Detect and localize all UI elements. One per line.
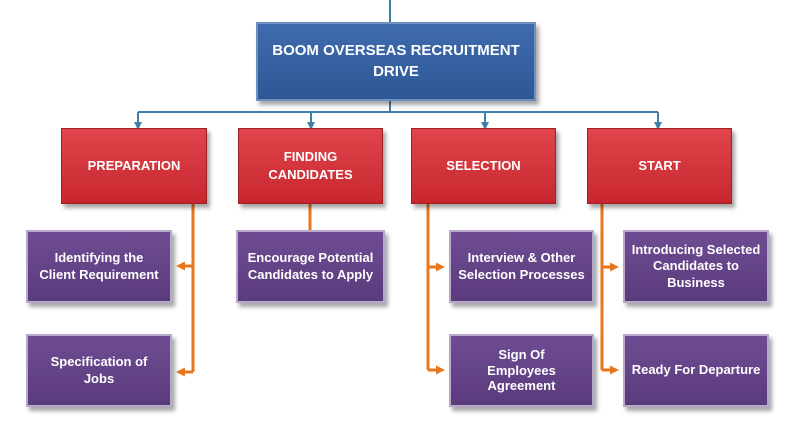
- stage-label: FINDING CANDIDATES: [268, 149, 353, 182]
- stage-box-finding-candidates: FINDING CANDIDATES: [238, 128, 383, 204]
- step-label: Identifying the Client Requirement: [39, 249, 159, 282]
- step-label: Interview & Other Selection Processes: [458, 249, 585, 282]
- step-box-ready-for-departure: Ready For Departure: [623, 334, 769, 407]
- step-box-interview-selection-processes: Interview & Other Selection Processes: [449, 230, 594, 303]
- step-box-specification-of-jobs: Specification of Jobs: [26, 334, 172, 407]
- step-label: Introducing Selected Candidates to Busin…: [631, 242, 761, 290]
- stage-box-preparation: PREPARATION: [61, 128, 207, 204]
- step-label: Encourage Potential Candidates to Apply: [247, 249, 374, 282]
- stage-label: START: [638, 158, 681, 174]
- step-box-encourage-potential-candidates: Encourage Potential Candidates to Apply: [236, 230, 385, 303]
- stage-box-selection: SELECTION: [411, 128, 556, 204]
- stage-label: PREPARATION: [87, 158, 181, 174]
- stage-label: SELECTION: [446, 158, 521, 174]
- step-label: Sign Of Employees Agreement: [487, 347, 556, 394]
- stage-box-start: START: [587, 128, 732, 204]
- step-box-introducing-selected-candidates: Introducing Selected Candidates to Busin…: [623, 230, 769, 303]
- step-label: Specification of Jobs: [50, 353, 148, 386]
- step-box-sign-employees-agreement: Sign Of Employees Agreement: [449, 334, 594, 407]
- step-label: Ready For Departure: [631, 362, 761, 378]
- title-box: BOOM OVERSEAS RECRUITMENT DRIVE: [256, 22, 536, 101]
- diagram-title: BOOM OVERSEAS RECRUITMENT DRIVE: [272, 42, 520, 80]
- step-box-identifying-client-requirement: Identifying the Client Requirement: [26, 230, 172, 303]
